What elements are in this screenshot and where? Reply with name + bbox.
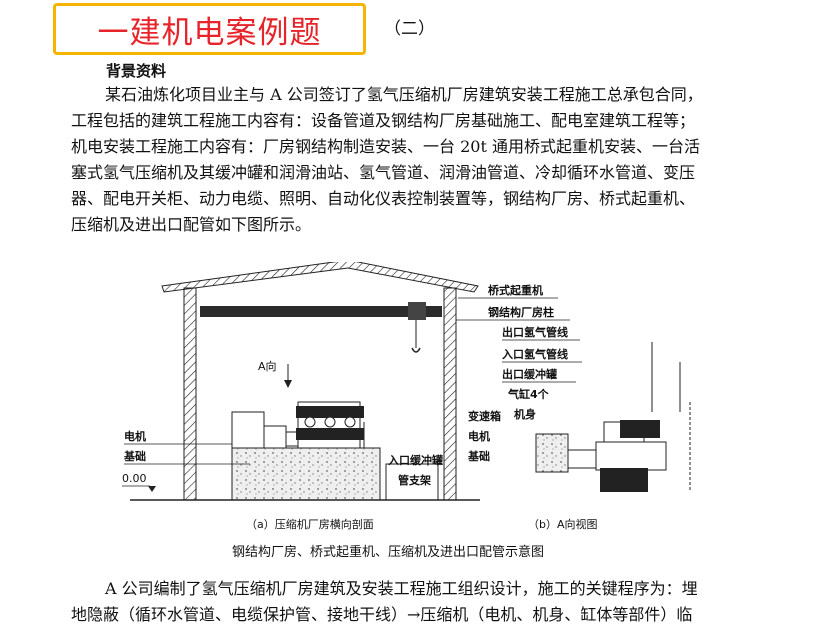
svg-text:入口氢气管线: 入口氢气管线 (502, 347, 568, 361)
svg-text:0.00: 0.00 (122, 472, 147, 485)
caption-b: （b）A向视图 (528, 518, 598, 531)
svg-text:A向: A向 (258, 359, 277, 373)
section-heading: 背景资料 (106, 62, 167, 80)
diagram-b-labels: 变速箱 电机 基础 (467, 409, 501, 463)
title-banner: 一建机电案例题 (53, 3, 366, 55)
svg-text:气缸4个: 气缸4个 (507, 387, 550, 401)
diagram-drawing: A向 电机 基础 0.00 (122, 262, 691, 501)
a-direction-view (535, 342, 691, 492)
svg-text:基础: 基础 (467, 449, 490, 463)
svg-text:电机: 电机 (468, 429, 490, 443)
svg-text:钢结构厂房柱: 钢结构厂房柱 (488, 305, 554, 319)
paragraph-line: 工程包括的建筑工程施工内容有：设备管道及钢结构厂房基础施工、配电室建筑工程等； (71, 111, 696, 130)
roof (161, 262, 479, 293)
section-number: （二） (384, 19, 435, 39)
paragraph-line: 机电安装工程施工内容有：厂房钢结构制造安装、一台 20t 通用桥式起重机安装、一… (71, 137, 700, 156)
compressor-plant-diagram: A向 电机 基础 0.00 (100, 262, 740, 534)
diagram-right-labels: 桥式起重机 钢结构厂房柱 出口氢气管线 入口氢气管线 出口缓冲罐 气缸4个 机身 (456, 283, 582, 421)
svg-text:出口氢气管线: 出口氢气管线 (502, 325, 568, 339)
svg-text:电机: 电机 (124, 429, 146, 443)
svg-text:桥式起重机: 桥式起重机 (488, 283, 543, 297)
paragraph-line: 器、配电开关柜、动力电缆、照明、自动化仪表控制装置等，钢结构厂房、桥式起重机、 (71, 189, 696, 208)
svg-text:基础: 基础 (123, 449, 146, 463)
paragraph-line: 压缩机及进出口配管如下图所示。 (71, 215, 312, 234)
svg-text:机身: 机身 (514, 407, 536, 421)
a-direction-arrow: A向 (258, 359, 292, 388)
svg-text:管支架: 管支架 (398, 473, 431, 487)
page-title: 一建机电案例题 (97, 14, 322, 51)
paragraph-line: 塞式氢气压缩机及其缓冲罐和润滑油站、氢气管道、润滑油管道、冷却循环水管道、变压 (71, 163, 696, 182)
svg-text:出口缓冲罐: 出口缓冲罐 (502, 367, 557, 381)
building-columns (183, 287, 457, 501)
paragraph-line: 地隐蔽（循环水管道、电缆保护管、接地干线）→压缩机（电机、机身、缸体等部件）临 (71, 605, 693, 624)
figure-caption: 钢结构厂房、桥式起重机、压缩机及进出口配管示意图 (232, 545, 545, 560)
background-paragraph: 某石油炼化项目业主与 A 公司签订了氢气压缩机厂房建筑安装工程施工总承包合同， … (71, 82, 771, 238)
paragraph-line: A 公司编制了氢气压缩机厂房建筑及安装工程施工组织设计，施工的关键程序为：埋 (105, 579, 698, 598)
svg-text:入口缓冲罐: 入口缓冲罐 (388, 453, 443, 467)
construction-paragraph: A 公司编制了氢气压缩机厂房建筑及安装工程施工组织设计，施工的关键程序为：埋 地… (71, 576, 771, 628)
caption-a: （a）压缩机厂房横向剖面 (246, 518, 374, 531)
bridge-crane (200, 302, 442, 353)
svg-text:变速箱: 变速箱 (468, 409, 501, 423)
diagram-a-labels: 电机 基础 0.00 入口缓冲罐 管支架 (122, 429, 443, 492)
paragraph-line: 某石油炼化项目业主与 A 公司签订了氢气压缩机厂房建筑安装工程施工总承包合同， (105, 85, 703, 104)
compressor-foundation (231, 401, 439, 501)
